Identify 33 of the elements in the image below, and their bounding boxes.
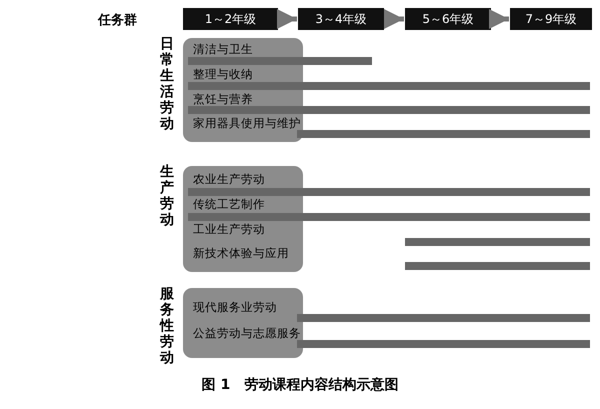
timeline-bar bbox=[405, 262, 590, 270]
grade-box: 1～2年级 bbox=[183, 8, 278, 30]
grade-box: 5～6年级 bbox=[405, 8, 491, 30]
task-item: 传统工艺制作 bbox=[193, 197, 265, 212]
group-heading: 日常生活劳动 bbox=[159, 36, 175, 132]
grade-box: 7～9年级 bbox=[510, 8, 592, 30]
timeline-bar bbox=[188, 213, 590, 221]
timeline-bar bbox=[188, 188, 590, 196]
arrow bbox=[489, 9, 509, 29]
task-item: 清洁与卫生 bbox=[193, 42, 253, 57]
timeline-bar bbox=[188, 106, 590, 114]
grade-box: 3～4年级 bbox=[298, 8, 384, 30]
timeline-bar bbox=[297, 340, 590, 348]
task-item: 整理与收纳 bbox=[193, 67, 253, 82]
arrow bbox=[384, 9, 404, 29]
task-item: 烹饪与营养 bbox=[193, 92, 253, 107]
task-item: 农业生产劳动 bbox=[193, 172, 265, 187]
timeline-bar bbox=[188, 82, 590, 90]
group-heading: 服务性劳动 bbox=[159, 286, 175, 366]
task-item: 公益劳动与志愿服务 bbox=[193, 326, 301, 341]
timeline-bar bbox=[405, 238, 590, 246]
timeline-bar bbox=[297, 130, 590, 138]
task-item: 家用器具使用与维护 bbox=[193, 116, 301, 131]
task-item: 新技术体验与应用 bbox=[193, 246, 289, 261]
group-heading: 生产劳动 bbox=[159, 164, 175, 228]
arrow bbox=[277, 9, 297, 29]
column-heading: 任务群 bbox=[98, 12, 137, 29]
task-item: 现代服务业劳动 bbox=[193, 300, 277, 315]
timeline-bar bbox=[188, 57, 372, 65]
group-panel bbox=[183, 288, 303, 358]
figure-caption: 图 1 劳动课程内容结构示意图 bbox=[200, 376, 400, 394]
timeline-bar bbox=[297, 314, 590, 322]
task-item: 工业生产劳动 bbox=[193, 222, 265, 237]
